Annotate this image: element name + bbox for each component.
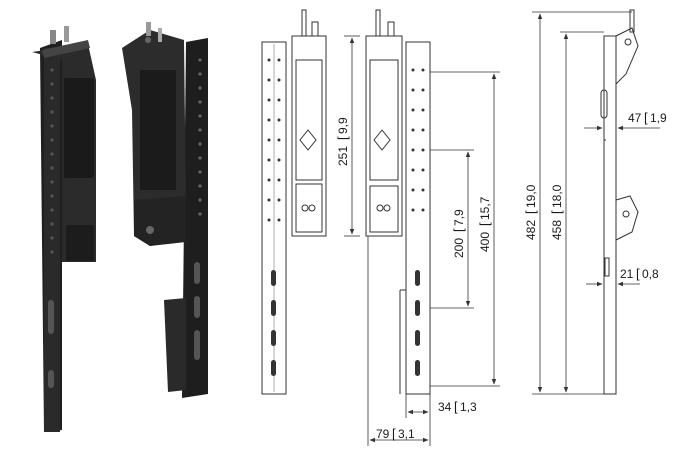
dim-34-bracket: [ (454, 399, 458, 414)
front-view-drawing-b (365, 9, 431, 395)
bracket-photo-front (32, 26, 96, 432)
dim-482-in: 19,0 (524, 184, 538, 208)
dim-400-in: 15,7 (478, 196, 492, 220)
bracket-photo-angled (122, 22, 208, 398)
dim-21-mm: 21 (620, 267, 634, 281)
dim-200-in: 7,9 (452, 209, 466, 226)
dim-482-bracket: [ (523, 210, 538, 214)
dim-251-bracket: [ (335, 136, 350, 140)
dim-251-mm: 251 (336, 146, 350, 166)
dim-400-bracket: [ (477, 222, 492, 226)
dimension-lines (344, 11, 660, 446)
dim-458-bracket: [ (549, 210, 564, 214)
dim-21-in: 0,8 (642, 267, 659, 281)
dim-21-bracket: [ (636, 266, 640, 281)
dim-34-mm: 34 (438, 400, 452, 414)
dim-482-mm: 482 (524, 220, 538, 240)
dim-400-mm: 400 (478, 232, 492, 252)
dim-79-mm: 79 (376, 427, 390, 441)
dim-47-in: 1,9 (650, 111, 667, 125)
front-view-drawing-a (261, 9, 327, 395)
dim-47-mm: 47 (628, 111, 642, 125)
dim-47-bracket: [ (644, 110, 648, 125)
dim-200-bracket: [ (451, 228, 466, 232)
dim-458-mm: 458 (550, 220, 564, 240)
dim-79-bracket: [ (392, 426, 396, 441)
front-view-drawing-b-holes (411, 68, 425, 376)
dim-458-in: 18,0 (550, 184, 564, 208)
side-view-drawing (600, 9, 639, 395)
front-view-drawing-a-holes (267, 58, 281, 376)
dim-200-mm: 200 (452, 238, 466, 258)
dim-34-in: 1,3 (460, 400, 477, 414)
dim-79-in: 3,1 (398, 427, 415, 441)
dim-251-in: 9,9 (336, 117, 350, 134)
